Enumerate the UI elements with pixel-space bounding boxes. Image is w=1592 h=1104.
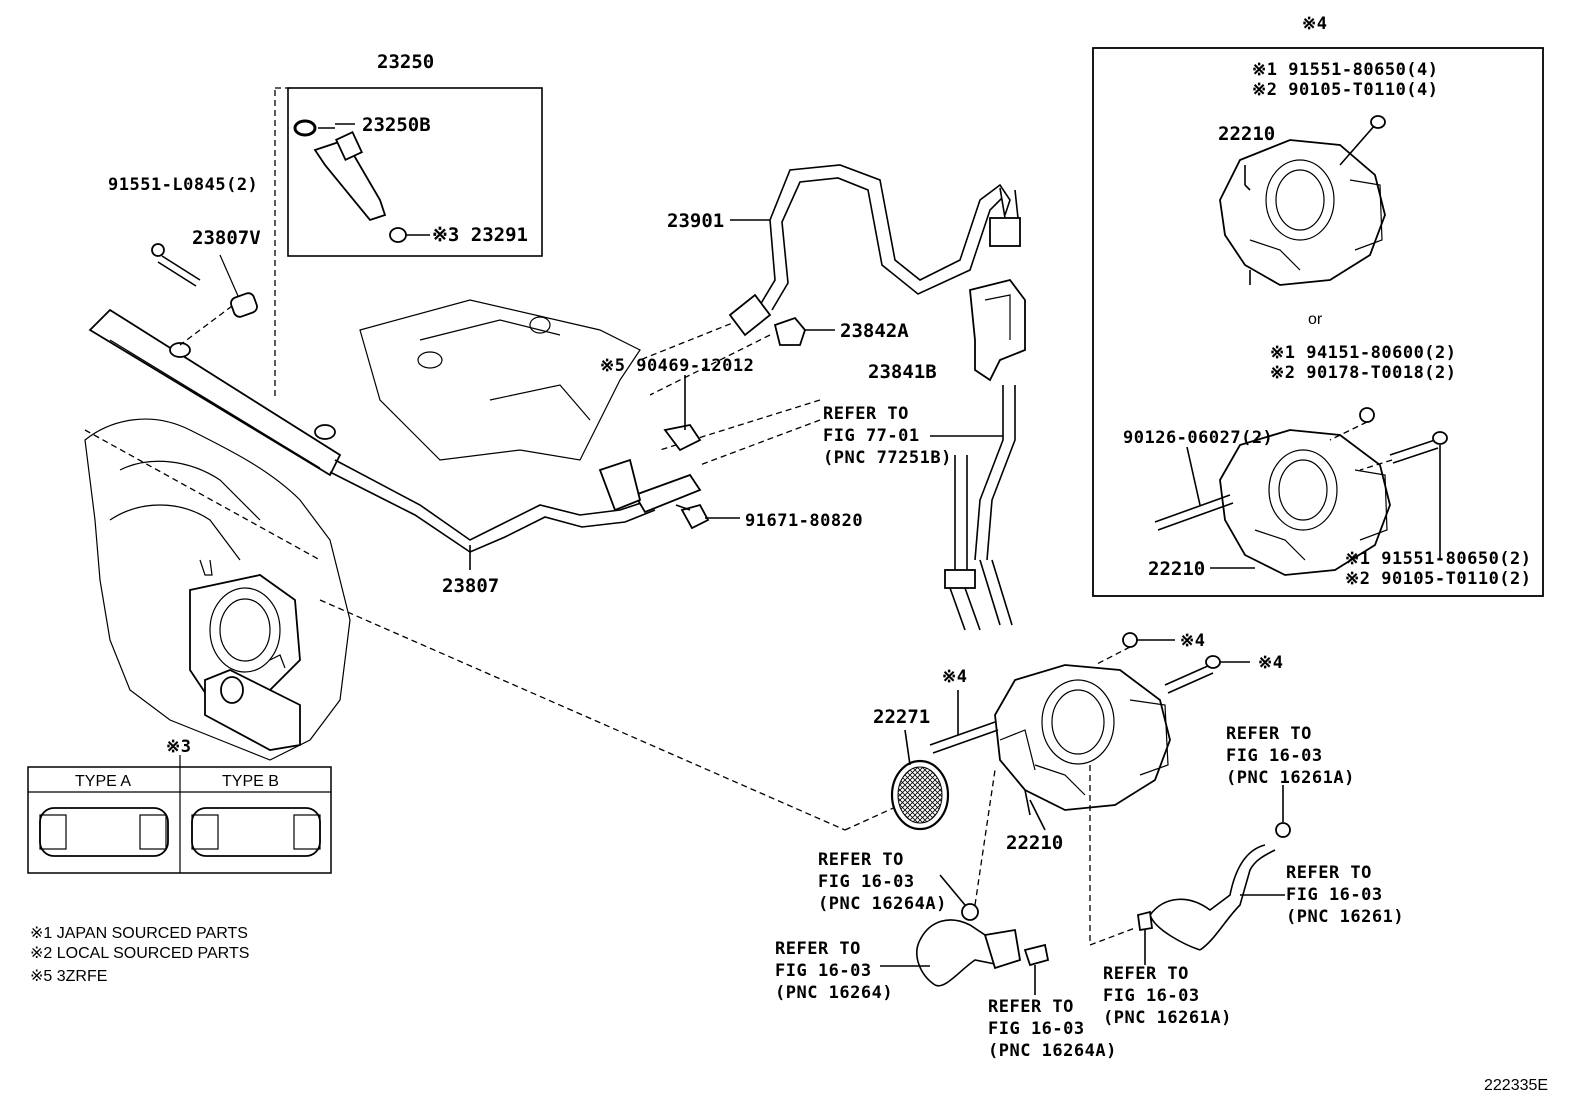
ref-fig-77-01: REFER TO FIG 77-01 (PNC 77251B)	[823, 404, 952, 468]
type-b-label: TYPE B	[222, 773, 279, 790]
ref-fig-16-03-16261a-top: REFER TO FIG 16-03 (PNC 16261A)	[1226, 724, 1355, 788]
label-23250b: 23250B	[362, 114, 431, 136]
injector-assembly-box	[287, 87, 543, 257]
note-japan-sourced: ※1 JAPAN SOURCED PARTS	[30, 925, 248, 942]
svg-text:(PNC 16261): (PNC 16261)	[1286, 907, 1404, 927]
label-90469: ※5 90469-12012	[600, 356, 754, 376]
inset-top-part: 22210	[1218, 123, 1275, 145]
throttle-body-22210	[994, 664, 1171, 816]
bolt-91551-l0845	[151, 243, 201, 287]
ref-fig-16-03-16264: REFER TO FIG 16-03 (PNC 16264)	[775, 939, 893, 1003]
label-23901: 23901	[667, 210, 724, 232]
cap-23807v	[230, 292, 258, 318]
fuel-hose-23901	[728, 164, 1021, 337]
svg-text:FIG 16-03: FIG 16-03	[1286, 885, 1383, 905]
svg-text:REFER TO: REFER TO	[1103, 964, 1189, 984]
ref-fig-16-03-16261a-lower: REFER TO FIG 16-03 (PNC 16261A)	[1103, 964, 1232, 1028]
svg-text:FIG 16-03: FIG 16-03	[988, 1019, 1085, 1039]
inset-throttle-variants	[1092, 47, 1544, 597]
svg-text:(PNC 16264A): (PNC 16264A)	[818, 894, 947, 914]
note-3zrfe: ※5 3ZRFE	[30, 968, 107, 985]
intake-manifold-illustration	[84, 418, 351, 761]
type-a-label: TYPE A	[75, 773, 131, 790]
bolt-91671-80820	[675, 503, 710, 530]
inset-mid-line-2: ※2 90178-T0018(2)	[1270, 363, 1457, 383]
label-23250: 23250	[377, 51, 434, 73]
label-22271: 22271	[873, 706, 930, 728]
water-hose-16261	[1089, 765, 1291, 951]
inset-top-line-1: ※1 91551-80650(4)	[1252, 60, 1439, 80]
svg-text:REFER TO: REFER TO	[818, 850, 904, 870]
ref-fig-16-03-16261: REFER TO FIG 16-03 (PNC 16261)	[1286, 863, 1404, 927]
mark-4-stud: ※4	[942, 667, 967, 687]
svg-text:(PNC 16264A): (PNC 16264A)	[988, 1041, 1117, 1061]
svg-text:(PNC 77251B): (PNC 77251B)	[823, 448, 952, 468]
type-table	[27, 755, 332, 874]
inset-or: or	[1308, 311, 1323, 328]
svg-text:REFER TO: REFER TO	[1286, 863, 1372, 883]
svg-text:FIG 77-01: FIG 77-01	[823, 426, 920, 446]
inset-bottom-line-1: ※1 91551-80650(2)	[1345, 549, 1532, 569]
gasket-22271	[890, 729, 950, 831]
label-23807v: 23807V	[192, 227, 261, 249]
ref-fig-16-03-16264a: REFER TO FIG 16-03 (PNC 16264A)	[818, 850, 947, 914]
label-22210-bottom: 22210	[1006, 832, 1063, 854]
bracket-23841b	[944, 278, 1026, 631]
svg-text:(PNC 16264): (PNC 16264)	[775, 983, 893, 1003]
svg-text:FIG 16-03: FIG 16-03	[1103, 986, 1200, 1006]
mark-4-bolt: ※4	[1258, 653, 1283, 673]
svg-text:REFER TO: REFER TO	[1226, 724, 1312, 744]
svg-text:REFER TO: REFER TO	[775, 939, 861, 959]
svg-text:(PNC 16261A): (PNC 16261A)	[1103, 1008, 1232, 1028]
svg-text:REFER TO: REFER TO	[988, 997, 1074, 1017]
svg-text:(PNC 16261A): (PNC 16261A)	[1226, 768, 1355, 788]
label-23807: 23807	[442, 575, 499, 597]
label-23291: ※3 23291	[432, 224, 528, 246]
clamp-90469	[663, 423, 702, 452]
inset-stud: 90126-06027(2)	[1123, 428, 1273, 448]
inset-top-line-2: ※2 90105-T0110(4)	[1252, 80, 1439, 100]
svg-text:FIG 16-03: FIG 16-03	[775, 961, 872, 981]
inset-mid-line-1: ※1 94151-80600(2)	[1270, 343, 1457, 363]
inset-marker: ※4	[1302, 14, 1327, 34]
inset-bottom-line-2: ※2 90105-T0110(2)	[1345, 569, 1532, 589]
inset-bottom-part: 22210	[1148, 558, 1205, 580]
clip-23842a	[773, 316, 807, 346]
label-91551-l0845: 91551-L0845(2)	[108, 175, 258, 195]
note-local-sourced: ※2 LOCAL SOURCED PARTS	[30, 945, 249, 962]
label-23842a: 23842A	[840, 320, 909, 342]
fuel-rail	[88, 308, 702, 553]
svg-text:FIG 16-03: FIG 16-03	[818, 872, 915, 892]
engine-block-illustration	[359, 299, 642, 512]
svg-text:FIG 16-03: FIG 16-03	[1226, 746, 1323, 766]
type-table-marker: ※3	[166, 737, 191, 757]
mark-4-nut: ※4	[1180, 631, 1205, 651]
label-91671: 91671-80820	[745, 511, 863, 531]
water-hose-16264	[916, 769, 1050, 987]
diagram-id: 222335E	[1484, 1077, 1548, 1094]
svg-text:REFER TO: REFER TO	[823, 404, 909, 424]
ref-fig-16-03-16264a-lower: REFER TO FIG 16-03 (PNC 16264A)	[988, 997, 1117, 1061]
label-23841b: 23841B	[868, 361, 937, 383]
